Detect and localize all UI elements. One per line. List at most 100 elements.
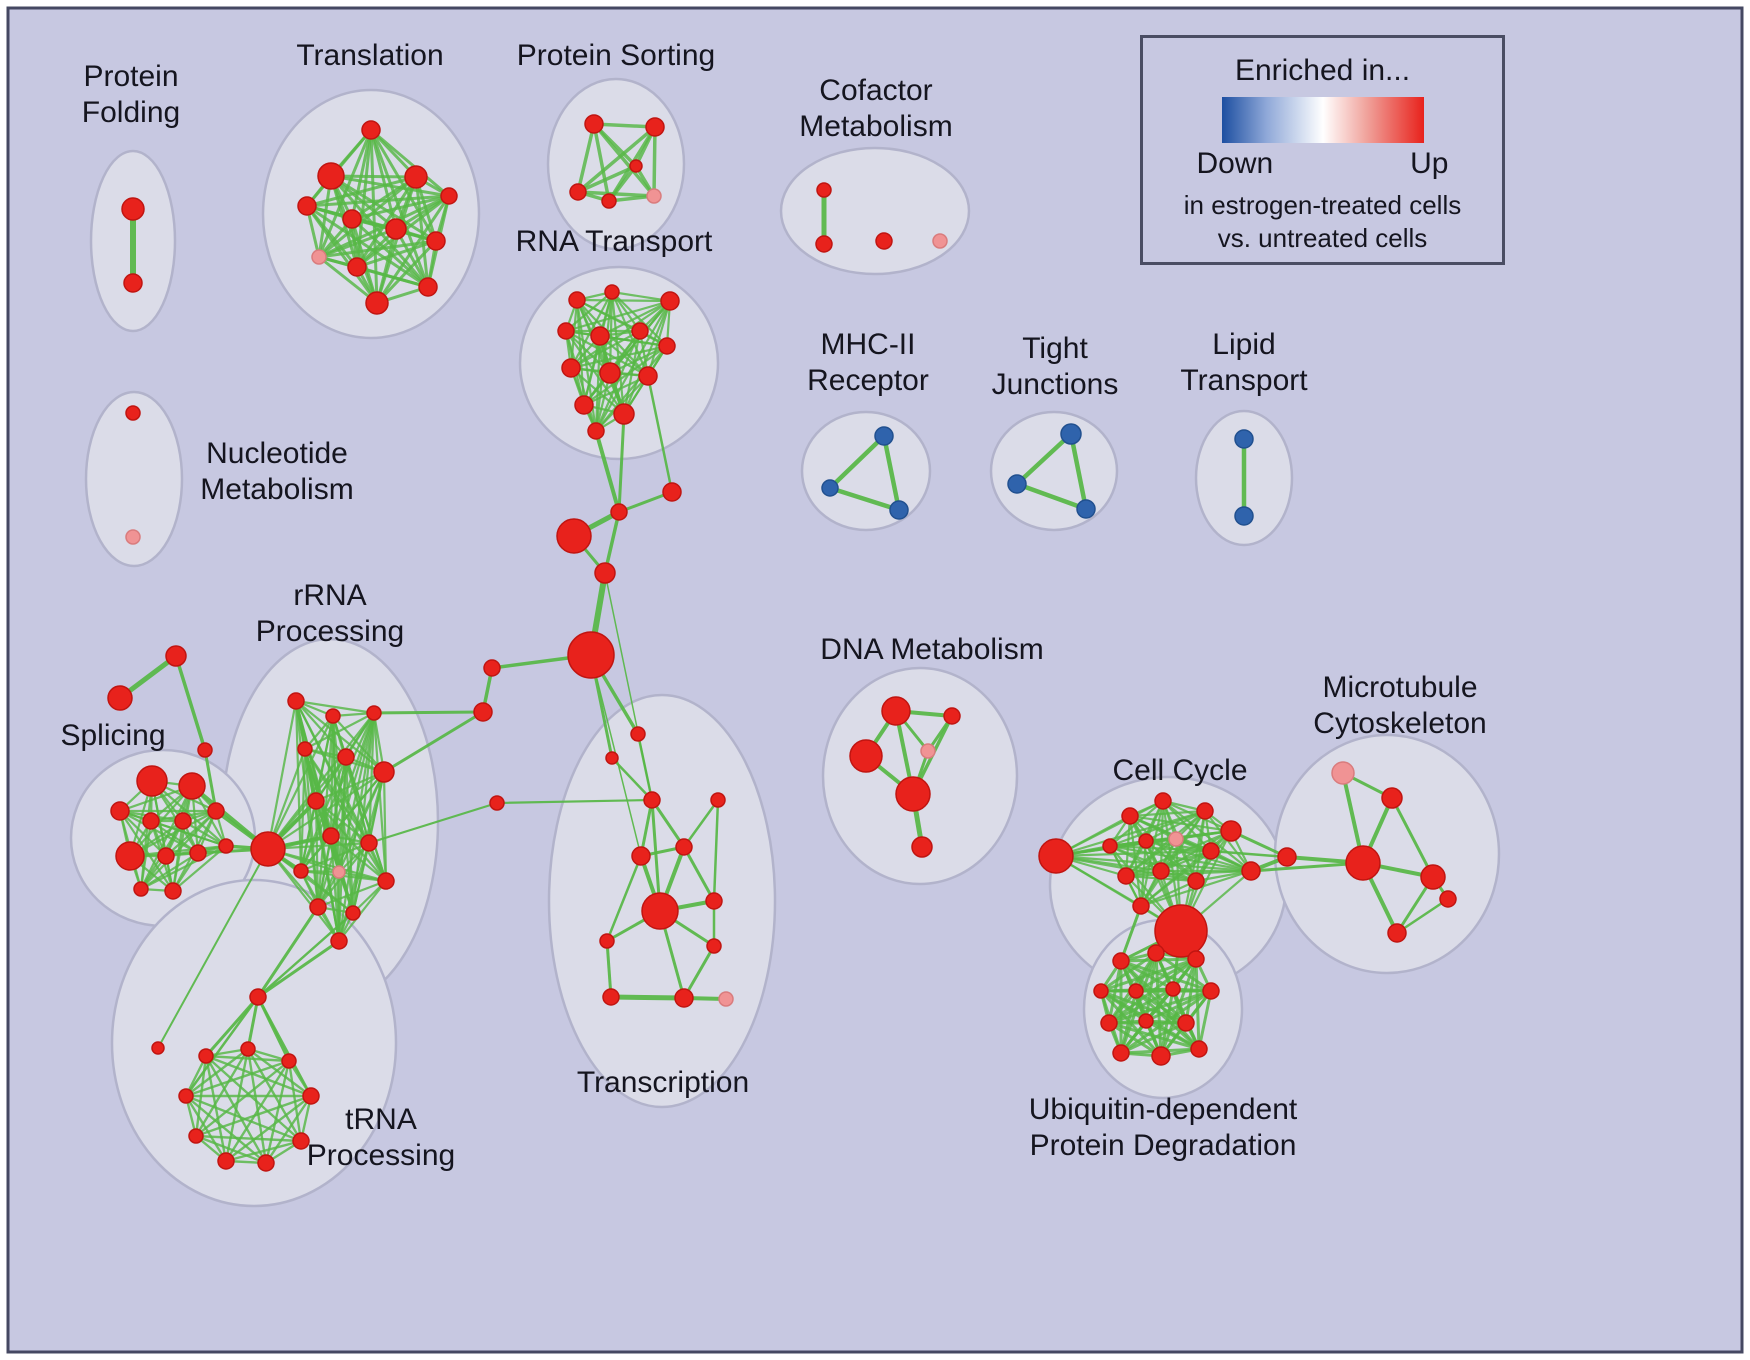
- gene-set-node-u3[interactable]: [1187, 950, 1205, 968]
- gene-set-node-rr10[interactable]: [293, 863, 309, 879]
- gene-set-node-cc7[interactable]: [1138, 833, 1154, 849]
- gene-set-node-cb2[interactable]: [567, 631, 615, 679]
- gene-set-node-u11[interactable]: [1112, 1044, 1130, 1062]
- gene-set-node-c2[interactable]: [662, 482, 682, 502]
- gene-set-node-s3[interactable]: [110, 801, 130, 821]
- gene-set-node-mc7[interactable]: [1387, 923, 1407, 943]
- gene-set-node-mc3[interactable]: [1277, 847, 1297, 867]
- gene-set-node-tr8[interactable]: [705, 892, 723, 910]
- gene-set-node-tr10[interactable]: [706, 938, 722, 954]
- gene-set-node-ps3[interactable]: [569, 183, 587, 201]
- gene-set-node-rr9[interactable]: [322, 827, 340, 845]
- gene-set-node-rr3[interactable]: [366, 705, 382, 721]
- gene-set-node-t9[interactable]: [311, 249, 327, 265]
- gene-set-node-tj3[interactable]: [1076, 499, 1096, 519]
- gene-set-node-rr1[interactable]: [287, 692, 305, 710]
- gene-set-node-u7[interactable]: [1202, 982, 1220, 1000]
- gene-set-node-cc2[interactable]: [1121, 807, 1139, 825]
- gene-set-node-s10[interactable]: [218, 838, 234, 854]
- gene-set-node-tr3[interactable]: [643, 791, 661, 809]
- gene-set-node-rr8[interactable]: [307, 792, 325, 810]
- gene-set-node-cc8[interactable]: [1168, 831, 1184, 847]
- gene-set-node-tn2[interactable]: [198, 1048, 214, 1064]
- gene-set-node-tr7[interactable]: [641, 892, 679, 930]
- gene-set-node-cc15[interactable]: [1154, 904, 1208, 958]
- gene-set-node-rr11[interactable]: [332, 865, 346, 879]
- gene-set-node-tr5[interactable]: [631, 846, 651, 866]
- gene-set-node-u2[interactable]: [1147, 944, 1165, 962]
- gene-set-node-tn11[interactable]: [151, 1041, 165, 1055]
- gene-set-node-tr1[interactable]: [630, 726, 646, 742]
- gene-set-node-cc10[interactable]: [1117, 867, 1135, 885]
- gene-set-node-t7[interactable]: [385, 218, 407, 240]
- gene-set-node-r12[interactable]: [613, 403, 635, 425]
- gene-set-node-s11[interactable]: [164, 882, 182, 900]
- gene-set-node-t12[interactable]: [418, 277, 438, 297]
- gene-set-node-m3[interactable]: [489, 795, 505, 811]
- gene-set-node-u9[interactable]: [1138, 1013, 1154, 1029]
- gene-set-node-s7[interactable]: [115, 841, 145, 871]
- gene-set-node-tr13[interactable]: [718, 991, 734, 1007]
- gene-set-node-r5[interactable]: [590, 326, 610, 346]
- gene-set-node-mh3[interactable]: [889, 500, 909, 520]
- gene-set-node-s4[interactable]: [142, 812, 160, 830]
- gene-set-node-rr13[interactable]: [377, 872, 395, 890]
- gene-set-node-r9[interactable]: [599, 362, 621, 384]
- gene-set-node-r1[interactable]: [568, 291, 586, 309]
- gene-set-node-tn5[interactable]: [178, 1088, 194, 1104]
- gene-set-node-d5[interactable]: [895, 776, 931, 812]
- gene-set-node-cm3[interactable]: [875, 232, 893, 250]
- gene-set-node-ps2[interactable]: [645, 117, 665, 137]
- gene-set-node-tn8[interactable]: [292, 1132, 310, 1150]
- gene-set-node-tn10[interactable]: [257, 1154, 275, 1172]
- gene-set-node-d3[interactable]: [849, 739, 883, 773]
- gene-set-node-rr14[interactable]: [309, 898, 327, 916]
- gene-set-node-cc1[interactable]: [1038, 838, 1074, 874]
- gene-set-node-s12[interactable]: [133, 881, 149, 897]
- gene-set-node-tr2[interactable]: [605, 751, 619, 765]
- gene-set-node-cb1[interactable]: [556, 518, 592, 554]
- gene-set-node-r8[interactable]: [561, 358, 581, 378]
- gene-set-node-m1[interactable]: [483, 659, 501, 677]
- gene-set-node-a1[interactable]: [165, 645, 187, 667]
- gene-set-node-cm2[interactable]: [815, 235, 833, 253]
- gene-set-node-rr16[interactable]: [330, 932, 348, 950]
- gene-set-node-u8[interactable]: [1100, 1014, 1118, 1032]
- gene-set-node-r4[interactable]: [557, 322, 575, 340]
- gene-set-node-lt2[interactable]: [1234, 506, 1254, 526]
- gene-set-node-s1[interactable]: [136, 765, 168, 797]
- gene-set-node-cc5[interactable]: [1220, 820, 1242, 842]
- gene-set-node-tr4[interactable]: [710, 792, 726, 808]
- gene-set-node-tn3[interactable]: [240, 1041, 256, 1057]
- gene-set-node-c1[interactable]: [610, 503, 628, 521]
- gene-set-node-u6[interactable]: [1165, 981, 1181, 997]
- gene-set-node-tr6[interactable]: [675, 838, 693, 856]
- gene-set-node-pf2[interactable]: [123, 273, 143, 293]
- gene-set-node-mc4[interactable]: [1345, 845, 1381, 881]
- gene-set-node-t1[interactable]: [361, 120, 381, 140]
- gene-set-node-cc6[interactable]: [1102, 838, 1118, 854]
- gene-set-node-d6[interactable]: [911, 836, 933, 858]
- gene-set-node-mc6[interactable]: [1439, 890, 1457, 908]
- gene-set-node-rr12[interactable]: [360, 834, 378, 852]
- gene-set-node-cc11[interactable]: [1152, 862, 1170, 880]
- gene-set-node-r3[interactable]: [660, 291, 680, 311]
- gene-set-node-t4[interactable]: [404, 165, 428, 189]
- gene-set-node-a3[interactable]: [197, 742, 213, 758]
- gene-set-node-ps5[interactable]: [646, 188, 662, 204]
- gene-set-node-ps6[interactable]: [629, 159, 643, 173]
- gene-set-node-s5[interactable]: [174, 812, 192, 830]
- gene-set-node-tr9[interactable]: [599, 933, 615, 949]
- gene-set-node-r10[interactable]: [638, 366, 658, 386]
- gene-set-node-cm4[interactable]: [932, 233, 948, 249]
- gene-set-node-c3[interactable]: [594, 562, 616, 584]
- gene-set-node-rr5[interactable]: [337, 748, 355, 766]
- gene-set-node-mc2[interactable]: [1381, 787, 1403, 809]
- gene-set-node-u13[interactable]: [1190, 1040, 1208, 1058]
- gene-set-node-tn4[interactable]: [281, 1053, 297, 1069]
- gene-set-node-cc12[interactable]: [1241, 861, 1261, 881]
- gene-set-node-rr15[interactable]: [345, 905, 361, 921]
- gene-set-node-cc13[interactable]: [1187, 872, 1205, 890]
- gene-set-node-r11[interactable]: [574, 395, 594, 415]
- gene-set-node-d2[interactable]: [943, 707, 961, 725]
